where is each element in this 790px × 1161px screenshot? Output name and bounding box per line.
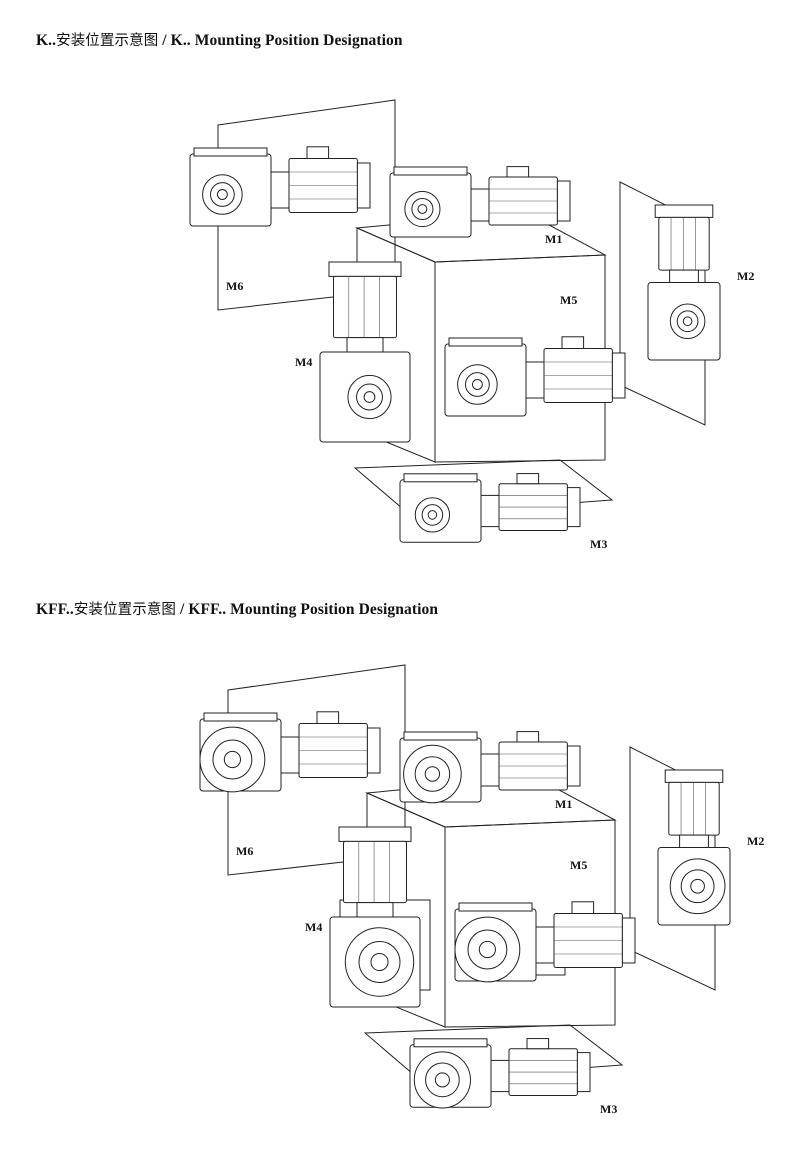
terminal-box xyxy=(306,146,330,160)
label-m6: M6 xyxy=(236,844,253,858)
output-shaft xyxy=(223,750,241,769)
motor-endcap xyxy=(556,180,571,222)
adapter xyxy=(525,361,545,399)
gear-motor xyxy=(444,336,626,417)
gear-motor xyxy=(647,204,721,361)
output-shaft xyxy=(363,391,376,403)
gear-motor xyxy=(399,731,581,804)
adapter xyxy=(346,337,384,353)
gear-motor xyxy=(319,261,411,443)
gearbox-top xyxy=(403,473,478,483)
motor-endcap xyxy=(664,769,724,783)
gearbox-top xyxy=(203,712,278,722)
output-shaft xyxy=(682,316,693,327)
gear-motor xyxy=(389,166,571,238)
motor-endcap xyxy=(621,917,636,964)
gear-motor xyxy=(454,901,636,983)
terminal-box xyxy=(561,336,585,349)
output-shaft xyxy=(434,1072,450,1088)
motor-endcap xyxy=(654,204,714,218)
motor-endcap xyxy=(366,727,381,774)
label-m5: M5 xyxy=(560,293,577,307)
gear-motor xyxy=(657,769,731,926)
gearbox-top xyxy=(448,337,523,347)
output-shaft xyxy=(471,379,483,390)
terminal-box xyxy=(506,166,530,178)
label-m2: M2 xyxy=(747,834,764,848)
title-english: / K.. Mounting Position Designation xyxy=(158,32,403,49)
terminal-box xyxy=(516,473,540,485)
plane-m3 xyxy=(353,459,614,516)
motor-body xyxy=(333,275,397,339)
adapter xyxy=(356,902,394,918)
label-m1: M1 xyxy=(555,797,572,811)
motor-endcap xyxy=(356,162,371,209)
label-m5: M5 xyxy=(570,858,587,872)
output-shaft xyxy=(478,940,496,959)
terminal-box xyxy=(571,901,595,914)
gear-motor xyxy=(199,711,381,793)
label-m4: M4 xyxy=(295,355,312,369)
motor-endcap xyxy=(611,352,626,399)
adapter xyxy=(480,494,500,528)
output-shaft xyxy=(370,952,389,972)
label-m2: M2 xyxy=(737,269,754,283)
section-title-kff: KFF..安装位置示意图 / KFF.. Mounting Position D… xyxy=(36,598,438,619)
adapter xyxy=(270,171,290,209)
motor-body xyxy=(343,840,407,904)
output-shaft xyxy=(424,766,441,782)
plane-m3 xyxy=(363,1024,624,1081)
gearbox-top xyxy=(458,902,533,912)
section-title-k: K..安装位置示意图 / K.. Mounting Position Desig… xyxy=(36,29,403,50)
terminal-box xyxy=(316,711,340,725)
gear-motor xyxy=(189,146,371,227)
adapter xyxy=(470,188,490,222)
terminal-box xyxy=(526,1038,550,1050)
output-shaft xyxy=(690,878,705,894)
title-prefix: KFF.. xyxy=(36,601,74,618)
motor-endcap xyxy=(566,487,581,528)
adapter xyxy=(480,753,500,787)
adapter xyxy=(535,926,555,964)
title-english: / KFF.. Mounting Position Designation xyxy=(176,601,439,618)
title-prefix: K.. xyxy=(36,32,57,49)
motor-endcap xyxy=(328,261,402,277)
motor-endcap xyxy=(566,745,581,787)
gearbox-top xyxy=(193,147,268,157)
terminal-box xyxy=(516,731,540,743)
label-m6: M6 xyxy=(226,279,243,293)
output-shaft xyxy=(216,189,228,200)
label-m3: M3 xyxy=(590,537,607,551)
adapter xyxy=(679,834,709,849)
title-chinese: 安装位置示意图 xyxy=(73,602,177,618)
motor-endcap xyxy=(338,826,412,842)
adapter xyxy=(490,1059,510,1093)
label-m1: M1 xyxy=(545,232,562,246)
motor-endcap xyxy=(576,1052,591,1093)
output-shaft xyxy=(427,510,438,520)
output-shaft xyxy=(417,204,428,214)
adapter xyxy=(280,736,300,774)
gear-motor xyxy=(399,473,581,543)
gear-motor xyxy=(409,1038,591,1109)
adapter xyxy=(669,269,699,284)
label-m3: M3 xyxy=(600,1102,617,1116)
gear-motor xyxy=(329,826,421,1008)
motor-body xyxy=(668,781,720,836)
motor-body xyxy=(658,216,710,271)
gearbox-top xyxy=(413,1038,488,1048)
gearbox-top xyxy=(393,166,468,176)
title-chinese: 安装位置示意图 xyxy=(56,33,159,49)
gearbox-top xyxy=(403,731,478,741)
label-m4: M4 xyxy=(305,920,322,934)
